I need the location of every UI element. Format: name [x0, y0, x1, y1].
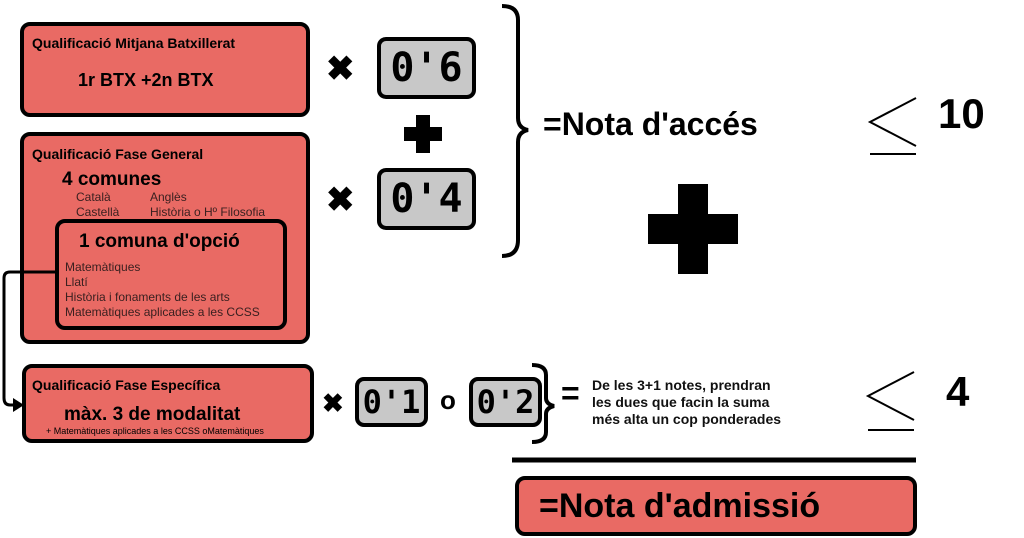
fase-especifica-max: 4	[946, 368, 970, 415]
nota-admissio-label: =Nota d'admissió	[539, 486, 821, 525]
fase-general-box: Qualificació Fase General 4 comunes Cata…	[20, 132, 310, 344]
or-label: o	[440, 385, 456, 415]
times-icon: ✖	[322, 388, 344, 418]
comunes-title: 4 comunes	[62, 169, 162, 190]
brace-acces	[501, 4, 529, 258]
explanation-text: De les 3+1 notes, prendran les dues que …	[592, 377, 781, 428]
brace-especifica	[531, 363, 555, 444]
opcio-item: Matemàtiques aplicades a les CCSS	[65, 305, 260, 319]
nota-admissio-box: =Nota d'admissió	[515, 476, 917, 536]
opcio-item: Història i fonaments de les arts	[65, 290, 230, 304]
fase-especifica-content: màx. 3 de modalitat	[64, 404, 241, 425]
factor-batxillerat: 0'6	[377, 37, 476, 99]
comuna-item: Castellà	[76, 205, 120, 219]
fase-general-title: Qualificació Fase General	[32, 146, 204, 162]
batxillerat-content: 1r BTX +2n BTX	[78, 70, 214, 90]
comuna-item: Català	[76, 190, 111, 204]
opcio-title: 1 comuna d'opció	[79, 231, 240, 252]
times-icon: ✖	[326, 50, 355, 88]
batxillerat-box: Qualificació Mitjana Batxillerat 1r BTX …	[20, 22, 310, 117]
factor-especifica-b: 0'2	[469, 377, 542, 427]
batxillerat-title: Qualificació Mitjana Batxillerat	[32, 35, 236, 51]
factor-especifica-a: 0'1	[355, 377, 428, 427]
opcio-item: Matemàtiques	[65, 260, 141, 274]
fase-especifica-title: Qualificació Fase Específica	[32, 377, 221, 393]
explanation-line: les dues que facin la suma	[592, 394, 770, 410]
nota-acces-label: =Nota d'accés	[543, 106, 758, 142]
factor-fase-general: 0'4	[377, 168, 476, 230]
comuna-item: Història o Hº Filosofia	[150, 205, 266, 219]
explanation-line: més alta un cop ponderades	[592, 411, 782, 427]
explanation-line: De les 3+1 notes, prendran	[592, 377, 771, 393]
nota-acces-max: 10	[938, 90, 985, 137]
opcio-item: Llatí	[65, 275, 88, 289]
comuna-item: Anglès	[150, 190, 187, 204]
fase-especifica-note: + Matemàtiques aplicades a les CCSS oMat…	[46, 426, 264, 436]
equals-sign: =	[561, 375, 580, 411]
fase-especifica-box: Qualificació Fase Específica màx. 3 de m…	[22, 364, 314, 443]
opcio-box: 1 comuna d'opció Matemàtiques Llatí Hist…	[55, 219, 287, 330]
times-icon: ✖	[326, 181, 355, 219]
